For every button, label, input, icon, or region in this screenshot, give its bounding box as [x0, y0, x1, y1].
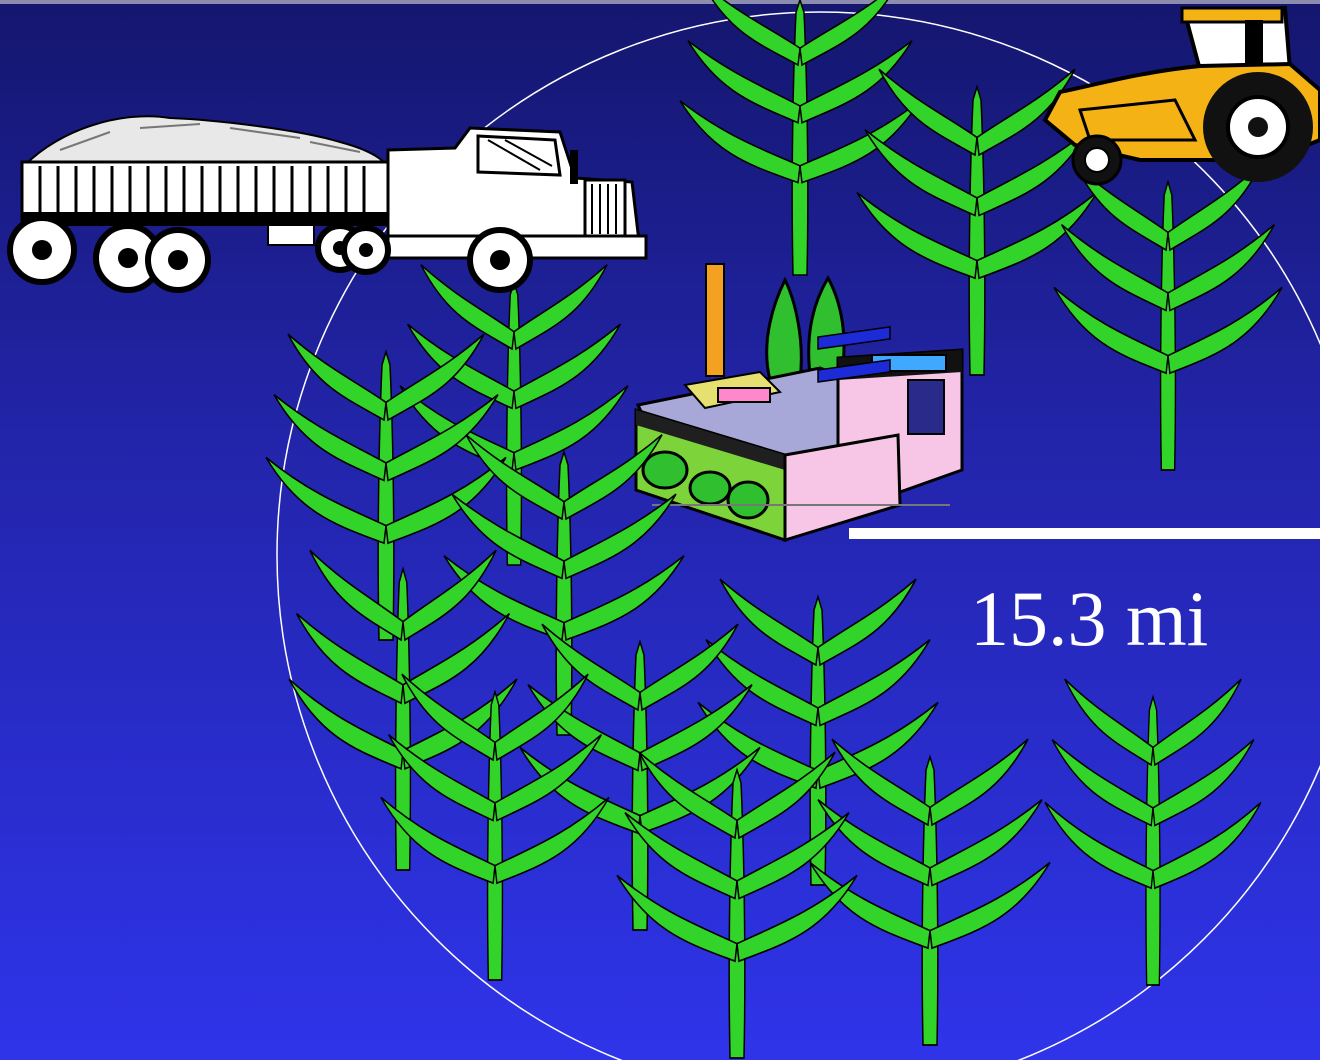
top-border — [0, 0, 1320, 4]
corn-stalk-icon — [1044, 678, 1262, 986]
tractor-icon — [1042, 5, 1320, 186]
corn-stalk-icon — [679, 0, 921, 276]
supply-radius-circle — [276, 11, 1320, 1060]
radius-line — [849, 528, 1320, 539]
corn-stalk-icon — [1053, 163, 1283, 471]
factory-icon — [634, 263, 964, 543]
radius-label: 15.3 mi — [970, 575, 1209, 662]
semi-truck-icon — [7, 115, 648, 293]
